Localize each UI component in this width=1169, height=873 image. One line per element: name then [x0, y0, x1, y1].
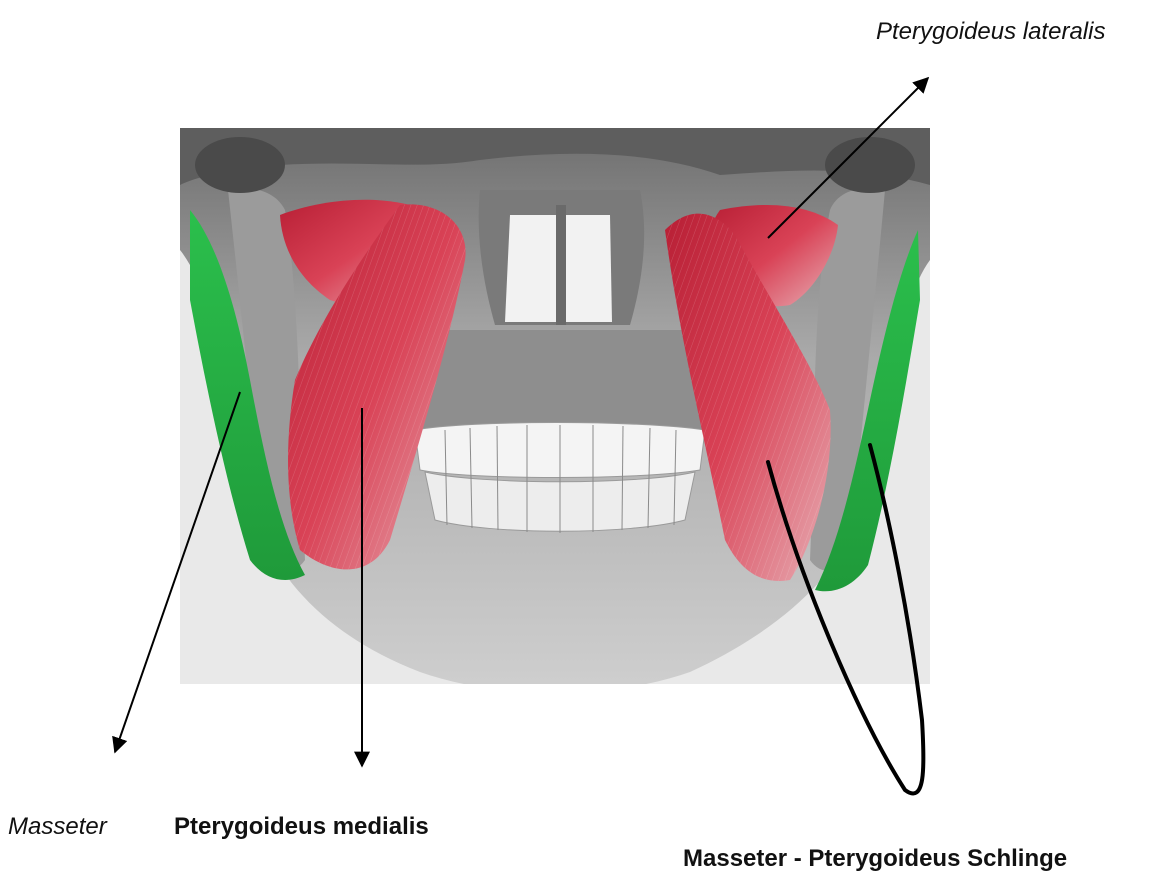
- teeth: [415, 423, 705, 534]
- label-pterygoideus-medialis: Pterygoideus medialis: [174, 815, 429, 839]
- left-condyle: [195, 137, 285, 193]
- label-masseter: Masseter: [8, 815, 107, 839]
- label-masseter-pterygoideus-schlinge: Masseter - Pterygoideus Schlinge: [683, 847, 1067, 871]
- right-condyle: [825, 137, 915, 193]
- nasal-septum: [556, 205, 566, 325]
- label-pterygoideus-lateralis: Pterygoideus lateralis: [876, 20, 1105, 44]
